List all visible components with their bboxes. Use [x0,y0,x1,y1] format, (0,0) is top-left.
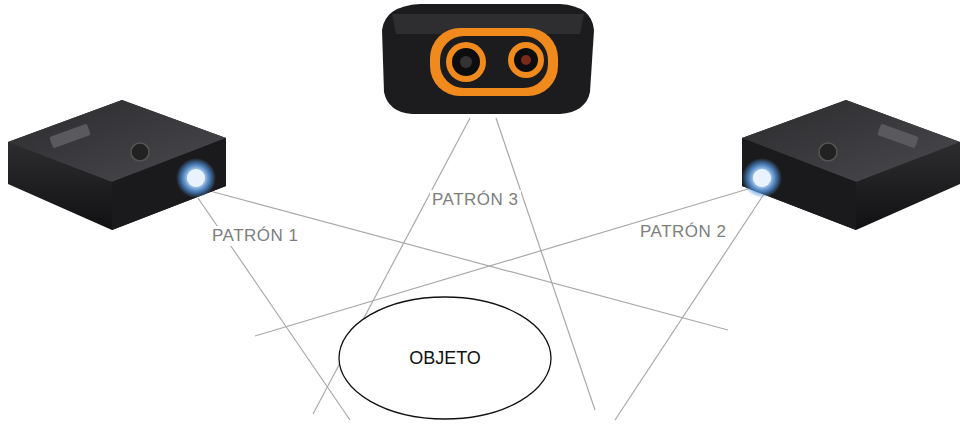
projection-line [615,194,764,420]
projector-left [8,100,226,230]
projector-right [742,100,960,230]
pattern-label: PATRÓN 2 [638,222,729,242]
object-ellipse: OBJETO [338,296,552,420]
scanner [382,4,594,114]
pattern-label: PATRÓN 1 [210,226,301,246]
projection-lines [198,118,764,420]
node-label: OBJETO [409,348,481,369]
pattern-label: PATRÓN 3 [430,190,521,210]
ellipse-outline [339,297,551,419]
